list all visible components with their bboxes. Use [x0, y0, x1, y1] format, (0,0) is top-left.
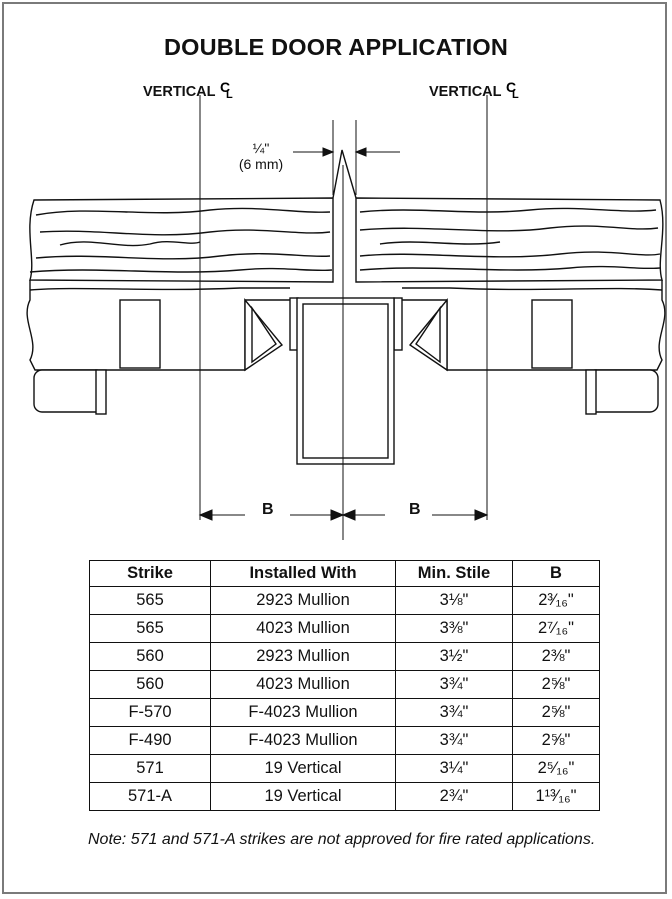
cell-b: 2⅝" [512, 698, 600, 727]
right-door-panel [355, 197, 664, 283]
cell-b: 2⁵⁄₁₆" [512, 754, 600, 783]
cell-min-stile: 3⅜" [395, 614, 513, 643]
cell-min-stile: 2¾" [395, 782, 513, 811]
svg-text:L: L [512, 89, 519, 98]
svg-text:C: C [220, 80, 230, 95]
cell-min-stile: 3⅛" [395, 586, 513, 615]
cell-strike: 565 [89, 586, 211, 615]
strike-spec-table: Strike Installed With Min. Stile B 565 2… [89, 560, 600, 811]
cell-min-stile: 3¼" [395, 754, 513, 783]
cell-b: 2⁷⁄₁₆" [512, 614, 600, 643]
right-b-dimension-label: B [409, 501, 421, 518]
header-b: B [512, 560, 600, 587]
table-row: 571 19 Vertical 3¼" 2⁵⁄₁₆" [89, 754, 600, 783]
cell-min-stile: 3¾" [395, 698, 513, 727]
cell-installed-with: 4023 Mullion [210, 614, 396, 643]
cell-b: 1¹³⁄₁₆" [512, 782, 600, 811]
table-header-row: Strike Installed With Min. Stile B [89, 560, 600, 587]
header-strike: Strike [89, 560, 211, 587]
cell-min-stile: 3¾" [395, 670, 513, 699]
left-b-dimension-label: B [262, 501, 274, 518]
cell-installed-with: F-4023 Mullion [210, 726, 396, 755]
mullion [296, 297, 395, 465]
left-door-panel [29, 197, 334, 283]
cell-b: 2³⁄₁₆" [512, 586, 600, 615]
gap-dimension-label: ¼" (6 mm) [228, 140, 294, 172]
cell-installed-with: 4023 Mullion [210, 670, 396, 699]
cell-strike: 565 [89, 614, 211, 643]
table-row: 565 4023 Mullion 3⅜" 2⁷⁄₁₆" [89, 614, 600, 643]
cell-installed-with: 19 Vertical [210, 754, 396, 783]
cell-b: 2⅜" [512, 642, 600, 671]
gap-inches: ¼" [252, 140, 270, 156]
table-row: 565 2923 Mullion 3⅛" 2³⁄₁₆" [89, 586, 600, 615]
cell-strike: 571 [89, 754, 211, 783]
gap-mm: (6 mm) [238, 156, 284, 172]
cell-strike: 560 [89, 642, 211, 671]
cell-strike: F-570 [89, 698, 211, 727]
right-centerline-text: VERTICAL [429, 84, 502, 100]
cell-strike: 571-A [89, 782, 211, 811]
cell-installed-with: F-4023 Mullion [210, 698, 396, 727]
svg-text:L: L [226, 89, 233, 98]
diagram-title: DOUBLE DOOR APPLICATION [163, 34, 509, 60]
cell-b: 2⅝" [512, 670, 600, 699]
fire-rating-note: Note: 571 and 571-A strikes are not appr… [88, 831, 596, 848]
cell-strike: F-490 [89, 726, 211, 755]
table-row: 560 2923 Mullion 3½" 2⅜" [89, 642, 600, 671]
header-min-stile: Min. Stile [395, 560, 513, 587]
svg-text:C: C [506, 80, 516, 95]
cell-installed-with: 19 Vertical [210, 782, 396, 811]
table-row: 571-A 19 Vertical 2¾" 1¹³⁄₁₆" [89, 782, 600, 811]
cell-strike: 560 [89, 670, 211, 699]
cell-installed-with: 2923 Mullion [210, 642, 396, 671]
header-installed-with: Installed With [210, 560, 396, 587]
left-centerline-text: VERTICAL [143, 84, 216, 100]
cell-min-stile: 3½" [395, 642, 513, 671]
door-section-drawing [26, 95, 666, 540]
cell-b: 2⅝" [512, 726, 600, 755]
table-row: 560 4023 Mullion 3¾" 2⅝" [89, 670, 600, 699]
table-row: F-570 F-4023 Mullion 3¾" 2⅝" [89, 698, 600, 727]
table-row: F-490 F-4023 Mullion 3¾" 2⅝" [89, 726, 600, 755]
cell-installed-with: 2923 Mullion [210, 586, 396, 615]
cell-min-stile: 3¾" [395, 726, 513, 755]
